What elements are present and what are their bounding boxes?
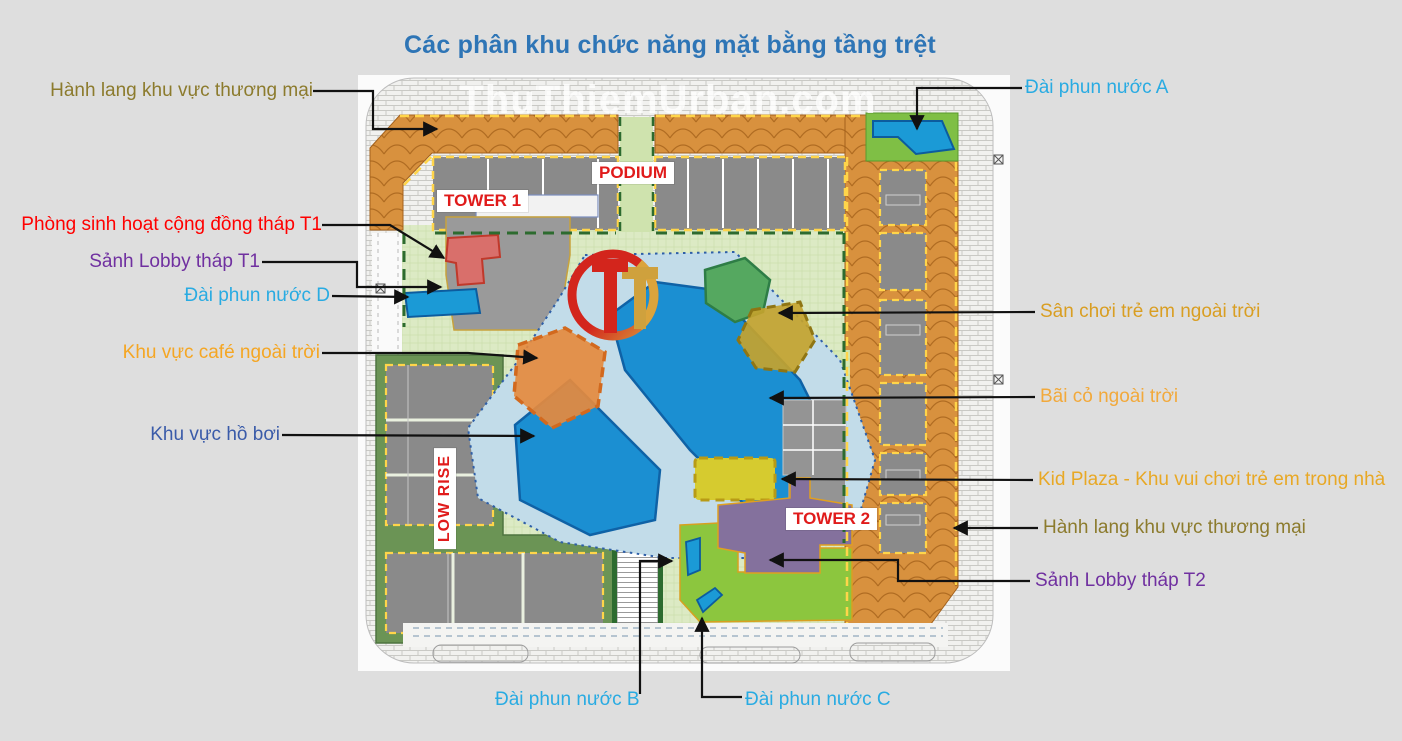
plan-label-low-rise: LOW RISE — [434, 448, 456, 550]
annotation-fountain-c: Đài phun nước C — [745, 689, 891, 710]
annotation-lobby-t2: Sảnh Lobby tháp T2 — [1035, 570, 1206, 591]
site-plan-svg — [365, 77, 1004, 664]
annotation-fountain-a: Đài phun nước A — [1025, 77, 1169, 98]
annotation-kid-plaza: Kid Plaza - Khu vui chơi trẻ em trong nh… — [1038, 469, 1386, 490]
corridor-top-right — [654, 114, 849, 154]
page-title: Các phân khu chức năng mặt bằng tầng trệ… — [404, 31, 936, 59]
east-shop-details — [885, 194, 921, 526]
driveway-west — [372, 233, 402, 355]
tower1-zone — [403, 194, 599, 331]
plan-label-podium: PODIUM — [592, 162, 674, 184]
annotation-community-room-t1: Phòng sinh hoạt cộng đồng tháp T1 — [21, 214, 322, 235]
fountain-d-water — [403, 287, 482, 319]
plan-label-tower2: TOWER 2 — [786, 508, 878, 530]
annotation-fountain-b: Đài phun nước B — [495, 689, 640, 710]
annotation-cafe-outdoor: Khu vực café ngoài trời — [122, 342, 320, 363]
tt-logo — [567, 249, 659, 341]
playground-outdoor-zone — [736, 300, 817, 374]
annotation-corridor-left: Hành lang khu vực thương mại — [50, 80, 313, 101]
plan-label-tower1: TOWER 1 — [437, 190, 529, 212]
site-plan-image — [358, 75, 1010, 671]
fountain-a-zone — [865, 112, 959, 162]
annotation-lawn-outdoor: Bãi cỏ ngoài trời — [1040, 386, 1179, 407]
annotation-lobby-t1: Sảnh Lobby tháp T1 — [89, 251, 260, 272]
community-room-t1-shape — [444, 233, 502, 287]
annotation-playground-outdoor: Sân chơi trẻ em ngoài trời — [1040, 301, 1261, 322]
fountain-c-water — [695, 586, 724, 614]
south-road — [403, 623, 948, 664]
landscape-boundary — [402, 231, 846, 543]
corridor-top-left — [369, 114, 619, 231]
annotation-fountain-d: Đài phun nước D — [184, 285, 330, 306]
corridor-dashed-edges — [400, 114, 958, 625]
annotation-pool-area: Khu vực hồ bơi — [150, 424, 280, 445]
annotation-corridor-right: Hành lang khu vực thương mại — [1043, 517, 1306, 538]
fountain-b-water — [685, 536, 701, 577]
kid-plaza-zone — [693, 456, 777, 502]
